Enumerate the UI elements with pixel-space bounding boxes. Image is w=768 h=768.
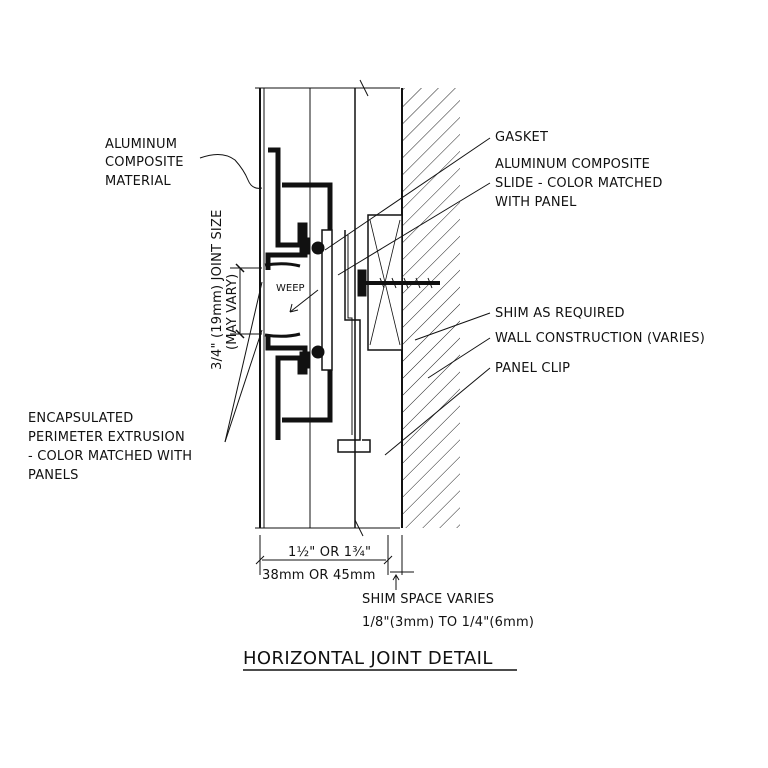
label-slide-line1: ALUMINUM COMPOSITE: [495, 157, 650, 172]
label-slide-line2: SLIDE - COLOR MATCHED: [495, 176, 663, 191]
bottom-dimension: [255, 535, 414, 590]
label-encap-line1: ENCAPSULATED: [28, 411, 134, 426]
label-shim: SHIM AS REQUIRED: [495, 306, 625, 321]
leader-lines: [199, 137, 491, 456]
weep-arrow: [289, 289, 319, 313]
label-slide-line3: WITH PANEL: [495, 195, 577, 210]
panel-clip: [337, 230, 371, 453]
label-panel-clip: PANEL CLIP: [495, 361, 570, 376]
fastener-screw: [357, 269, 440, 297]
label-joint-size-line1: 3/4" (19mm) JOINT SIZE: [210, 210, 225, 370]
label-acm-line3: MATERIAL: [105, 174, 171, 189]
label-weep: WEEP: [276, 283, 305, 294]
label-acm-line1: ALUMINUM: [105, 137, 177, 152]
drawing-title: HORIZONTAL JOINT DETAIL: [243, 648, 493, 669]
label-encap-line4: PANELS: [28, 468, 79, 483]
label-dim-metric: 38mm OR 45mm: [262, 568, 376, 583]
upper-panel-extrusion: [264, 147, 333, 270]
panel-outlines: [255, 79, 400, 537]
wall-construction: [401, 88, 460, 528]
label-acm-line2: COMPOSITE: [105, 155, 184, 170]
label-dim-imperial: 1½" OR 1¾": [288, 545, 371, 560]
label-joint-size-line2: (MAY VARY): [225, 274, 240, 350]
joint-size-dimension: [230, 263, 262, 339]
label-encap-line2: PERIMETER EXTRUSION: [28, 430, 185, 445]
label-shim-space-line1: SHIM SPACE VARIES: [362, 592, 494, 607]
label-encap-line3: - COLOR MATCHED WITH: [28, 449, 192, 464]
label-shim-space-line2: 1/8"(3mm) TO 1/4"(6mm): [362, 615, 534, 630]
label-gasket: GASKET: [495, 130, 548, 145]
aluminum-composite-slide: [311, 229, 333, 371]
label-wall: WALL CONSTRUCTION (VARIES): [495, 331, 705, 346]
lower-panel-extrusion: [264, 332, 333, 440]
